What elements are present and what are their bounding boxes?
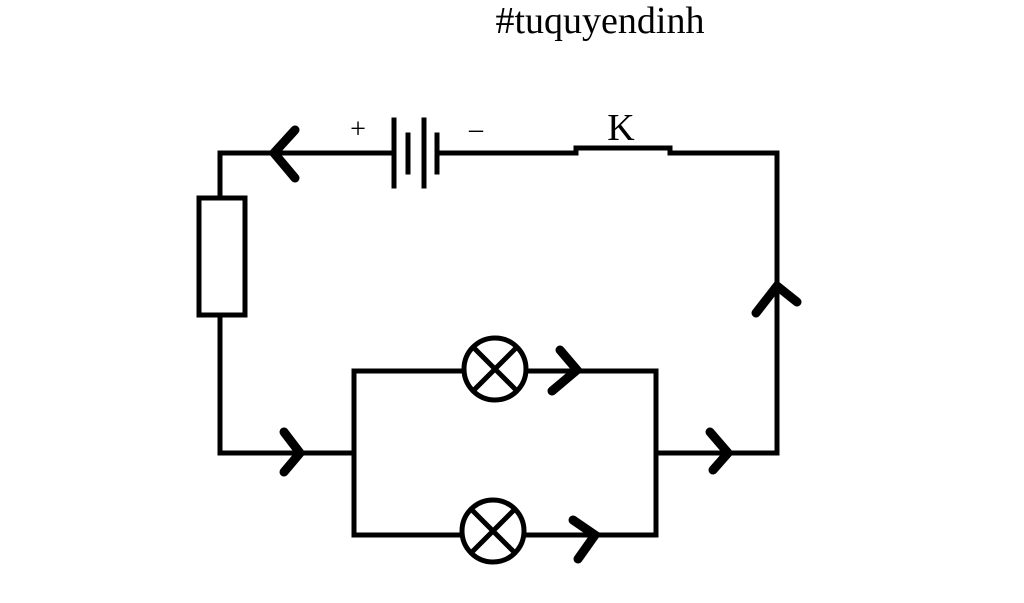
arrow-right-up	[751, 279, 802, 318]
caption-text: #tuquyendinh	[496, 0, 705, 42]
wire-left-lower	[217, 312, 357, 456]
arrow-branch-bottom	[568, 515, 602, 564]
arrow-bottom-right	[705, 427, 734, 475]
arrow-top-left	[268, 125, 300, 183]
arrow-branch-top	[547, 345, 584, 396]
battery	[391, 117, 440, 189]
lamp-top	[461, 335, 529, 403]
battery-positive-label: +	[350, 114, 366, 145]
wire-top-right	[653, 150, 780, 456]
battery-negative-label: –	[468, 114, 484, 145]
arrow-bottom-left	[279, 427, 306, 477]
resistor	[196, 195, 248, 318]
lamp-bottom	[459, 497, 527, 565]
switch-label: K	[607, 107, 635, 149]
